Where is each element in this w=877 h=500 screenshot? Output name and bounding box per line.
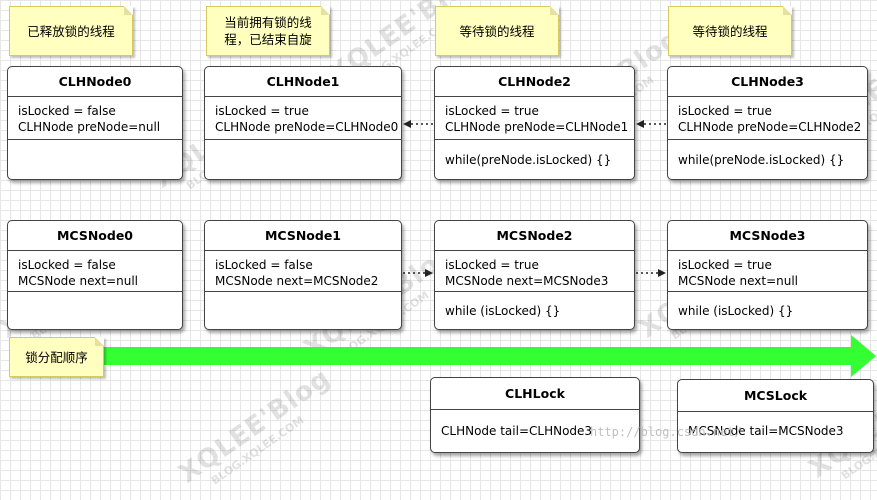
node-field: isLocked = true [445,258,539,272]
node-title: MCSNode2 [435,221,634,251]
node-methods: while(preNode.isLocked) {} [435,139,634,179]
connector-layer [403,120,666,277]
node-field: isLocked = true [445,104,539,118]
node-title: MCSNode0 [8,221,182,251]
node-field: CLHNode preNode=null [18,120,161,134]
node-field: isLocked = true [678,258,772,272]
note-holding: 当前拥有锁的线程，已结束自旋 [206,6,330,56]
node-methods [8,139,182,179]
node-field: isLocked = false [18,258,116,272]
order-arrow [95,335,876,377]
note-waiting-b: 等待锁的线程 [668,6,792,56]
order-arrow-shaft [95,347,852,365]
node-title: MCSNode3 [668,221,867,251]
node-field: MCSNode next=null [18,274,138,288]
node-title: CLHNode0 [8,67,182,97]
source-credit: http://blog.csdn.net/ [590,425,742,439]
node-field: isLocked = true [215,104,309,118]
note-released: 已释放锁的线程 [9,6,133,56]
node-methods [8,291,182,329]
node-field: MCSNode next=MCSNode2 [215,274,379,288]
mcs-lock: MCSLock MCSNode tail=MCSNode3 [677,379,874,453]
node-methods: while (isLocked) {} [435,291,634,329]
node-methods: while (isLocked) {} [668,291,867,329]
node-title: MCSNode1 [205,221,401,251]
note-waiting-a: 等待锁的线程 [435,6,559,56]
node-field: MCSNode next=null [678,274,798,288]
node-methods [205,139,401,179]
node-title: CLHNode1 [205,67,401,97]
lock-field: CLHNode tail=CLHNode3 [441,424,593,438]
node-field: MCSNode next=MCSNode3 [445,274,609,288]
node-title: CLHNode3 [668,67,867,97]
node-methods: while(preNode.isLocked) {} [668,139,867,179]
node-field: CLHNode preNode=CLHNode1 [445,120,629,134]
note-order: 锁分配顺序 [9,337,104,377]
clh-lock: CLHLock CLHNode tail=CLHNode3 [430,377,640,453]
lock-field: MCSNode tail=MCSNode3 [688,424,844,438]
lock-title: CLHLock [431,378,639,410]
node-field: isLocked = false [215,258,313,272]
node-field: isLocked = false [18,104,116,118]
node-field: isLocked = true [678,104,772,118]
lock-title: MCSLock [678,380,873,412]
order-arrow-head [851,335,876,377]
node-field: CLHNode preNode=CLHNode0 [215,120,399,134]
node-title: CLHNode2 [435,67,634,97]
node-methods [205,291,401,329]
node-field: CLHNode preNode=CLHNode2 [678,120,862,134]
